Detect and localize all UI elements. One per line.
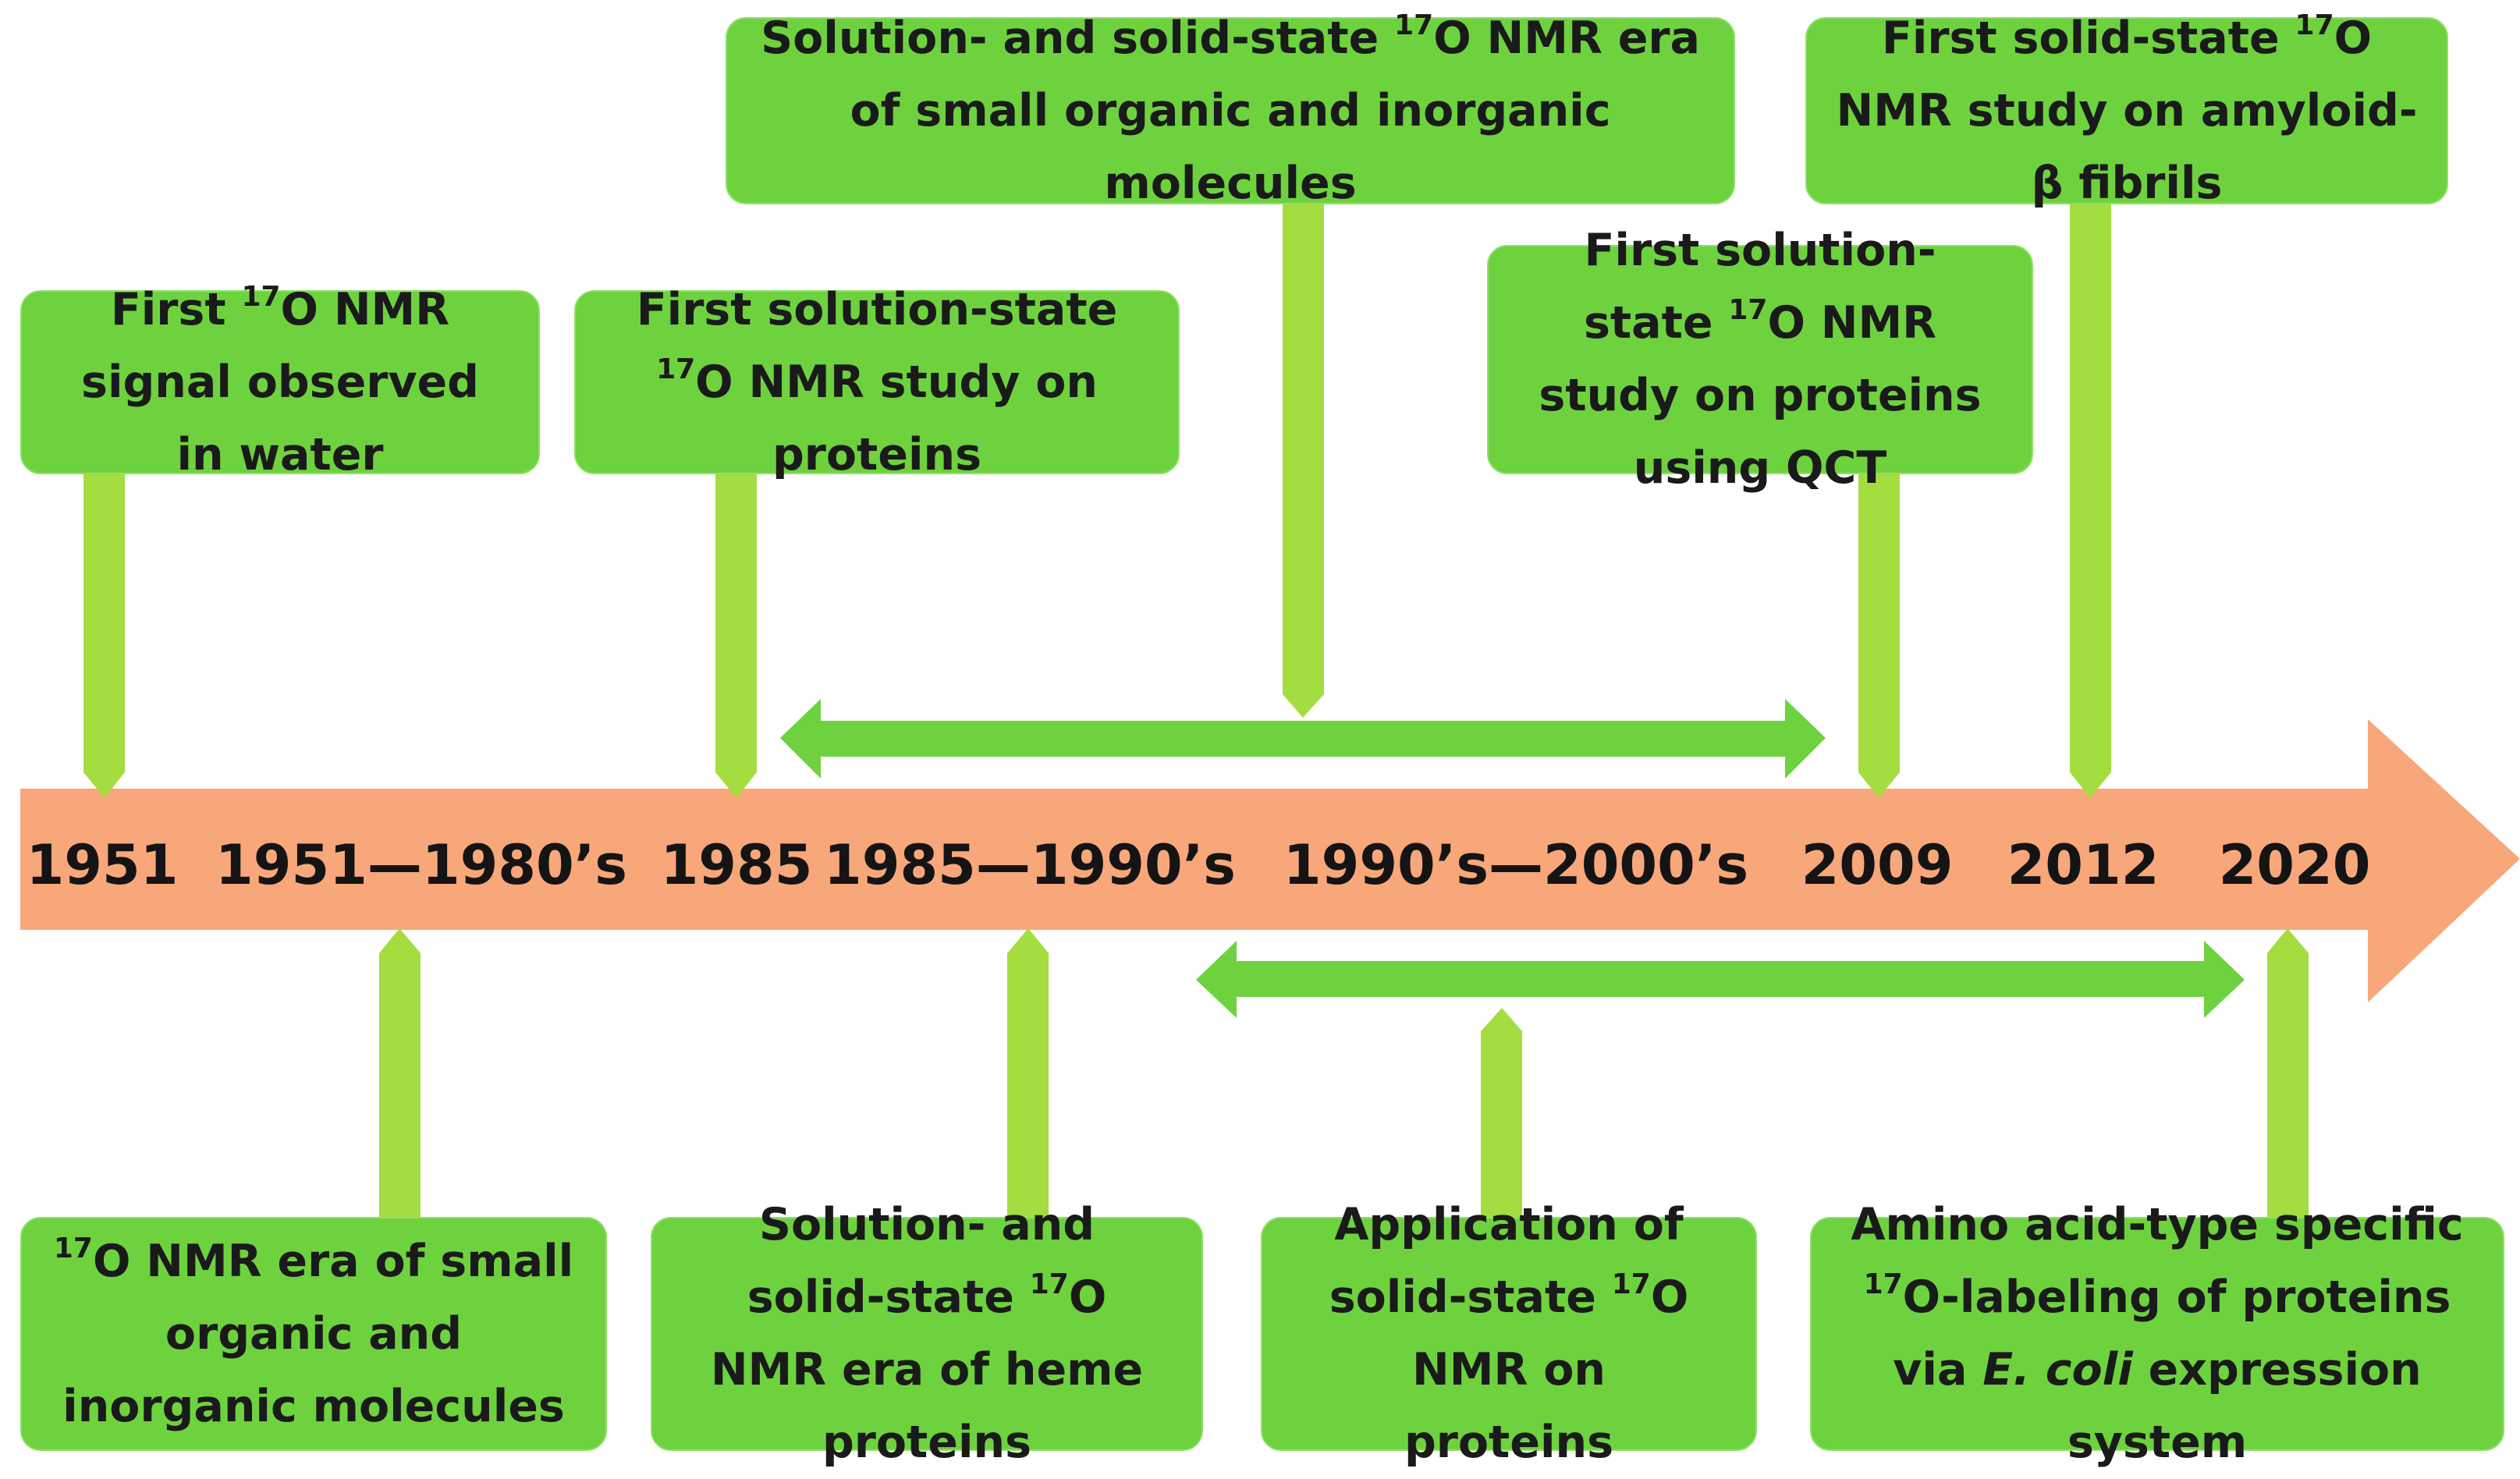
event-text: O NMR study on proteins <box>695 356 1098 481</box>
event-text: O NMR study on proteins using QCT <box>1539 297 1982 494</box>
event-box-era-small: 17O NMR era of small organic and inorgan… <box>20 1217 607 1451</box>
superscript: 17 <box>656 353 696 385</box>
superscript: 17 <box>2295 9 2334 41</box>
timeline-label: 1990’s—2000’s <box>1283 833 1749 897</box>
event-text-italic: E. coli <box>1982 1344 2133 1396</box>
connector-sol-small <box>1283 204 1324 718</box>
connector-2020 <box>2267 928 2309 1219</box>
connector-solid-app <box>1481 1008 1522 1219</box>
superscript: 17 <box>1863 1268 1903 1300</box>
range-arrow-bottom <box>1196 941 2245 1018</box>
timeline-label: 1951 <box>26 833 179 897</box>
superscript: 17 <box>1029 1268 1069 1300</box>
event-text: O NMR era of small organic and inorganic… <box>850 12 1700 209</box>
connector-1951 <box>83 472 125 798</box>
event-box-2012: First solid-state 17O NMR study on amylo… <box>1805 11 2448 209</box>
timeline-label: 2009 <box>1801 833 1954 897</box>
event-box-solution-solid-small: Solution- and solid-state 17O NMR era of… <box>726 11 1735 209</box>
event-text: Amino acid-type specific <box>1851 1199 2464 1250</box>
superscript: 17 <box>1611 1268 1651 1300</box>
event-text: Solution- and solid-state <box>747 1199 1095 1323</box>
event-text: O NMR study on amyloid-β fibrils <box>1836 12 2418 209</box>
event-text: First solution-state <box>636 283 1118 335</box>
timeline-arrow <box>20 719 2520 1002</box>
event-text: O NMR era of heme proteins <box>710 1272 1144 1468</box>
event-text: Application of solid-state <box>1329 1199 1684 1323</box>
superscript: 17 <box>1728 294 1768 326</box>
timeline-label: 2020 <box>2218 833 2371 897</box>
connector-heme <box>1007 928 1049 1219</box>
range-arrow-top <box>780 699 1826 779</box>
connector-1985 <box>715 472 757 798</box>
event-box-heme: Solution- and solid-state 17O NMR era of… <box>651 1199 1203 1468</box>
event-text: First solid-state <box>1881 12 2295 64</box>
event-text: O NMR era of small organic and inorganic… <box>62 1235 574 1432</box>
event-text: First solution-state <box>1583 225 1936 349</box>
event-box-2009: First solution-state 17O NMR study on pr… <box>1487 225 2033 494</box>
superscript: 17 <box>1394 9 1434 41</box>
connector-2012 <box>2070 204 2111 798</box>
connector-era-small <box>379 928 421 1219</box>
timeline-label: 1985—1990’s <box>824 833 1236 897</box>
event-text: First <box>110 283 242 335</box>
event-text: expression system <box>2067 1344 2422 1468</box>
superscript: 17 <box>53 1232 93 1264</box>
event-box-solid-application: Application of solid-state 17O NMR on pr… <box>1261 1199 1757 1468</box>
event-text: Solution- and solid-state <box>761 12 1395 64</box>
connector-2009 <box>1858 472 1900 798</box>
event-box-1951: First 17O NMR signal observed in water <box>20 282 540 481</box>
event-box-1985: First solution-state 17O NMR study on pr… <box>574 284 1180 481</box>
event-text: O NMR signal observed in water <box>81 283 479 481</box>
event-text: O NMR on proteins <box>1404 1272 1689 1468</box>
superscript: 17 <box>241 280 281 313</box>
event-text: O-labeling of proteins via <box>1893 1272 2451 1396</box>
timeline-label: 1951—1980’s <box>215 833 627 897</box>
event-box-2020: Amino acid-type specific 17O-labeling of… <box>1810 1199 2504 1468</box>
timeline-label: 2012 <box>2007 833 2160 897</box>
timeline-label: 1985 <box>660 833 813 897</box>
